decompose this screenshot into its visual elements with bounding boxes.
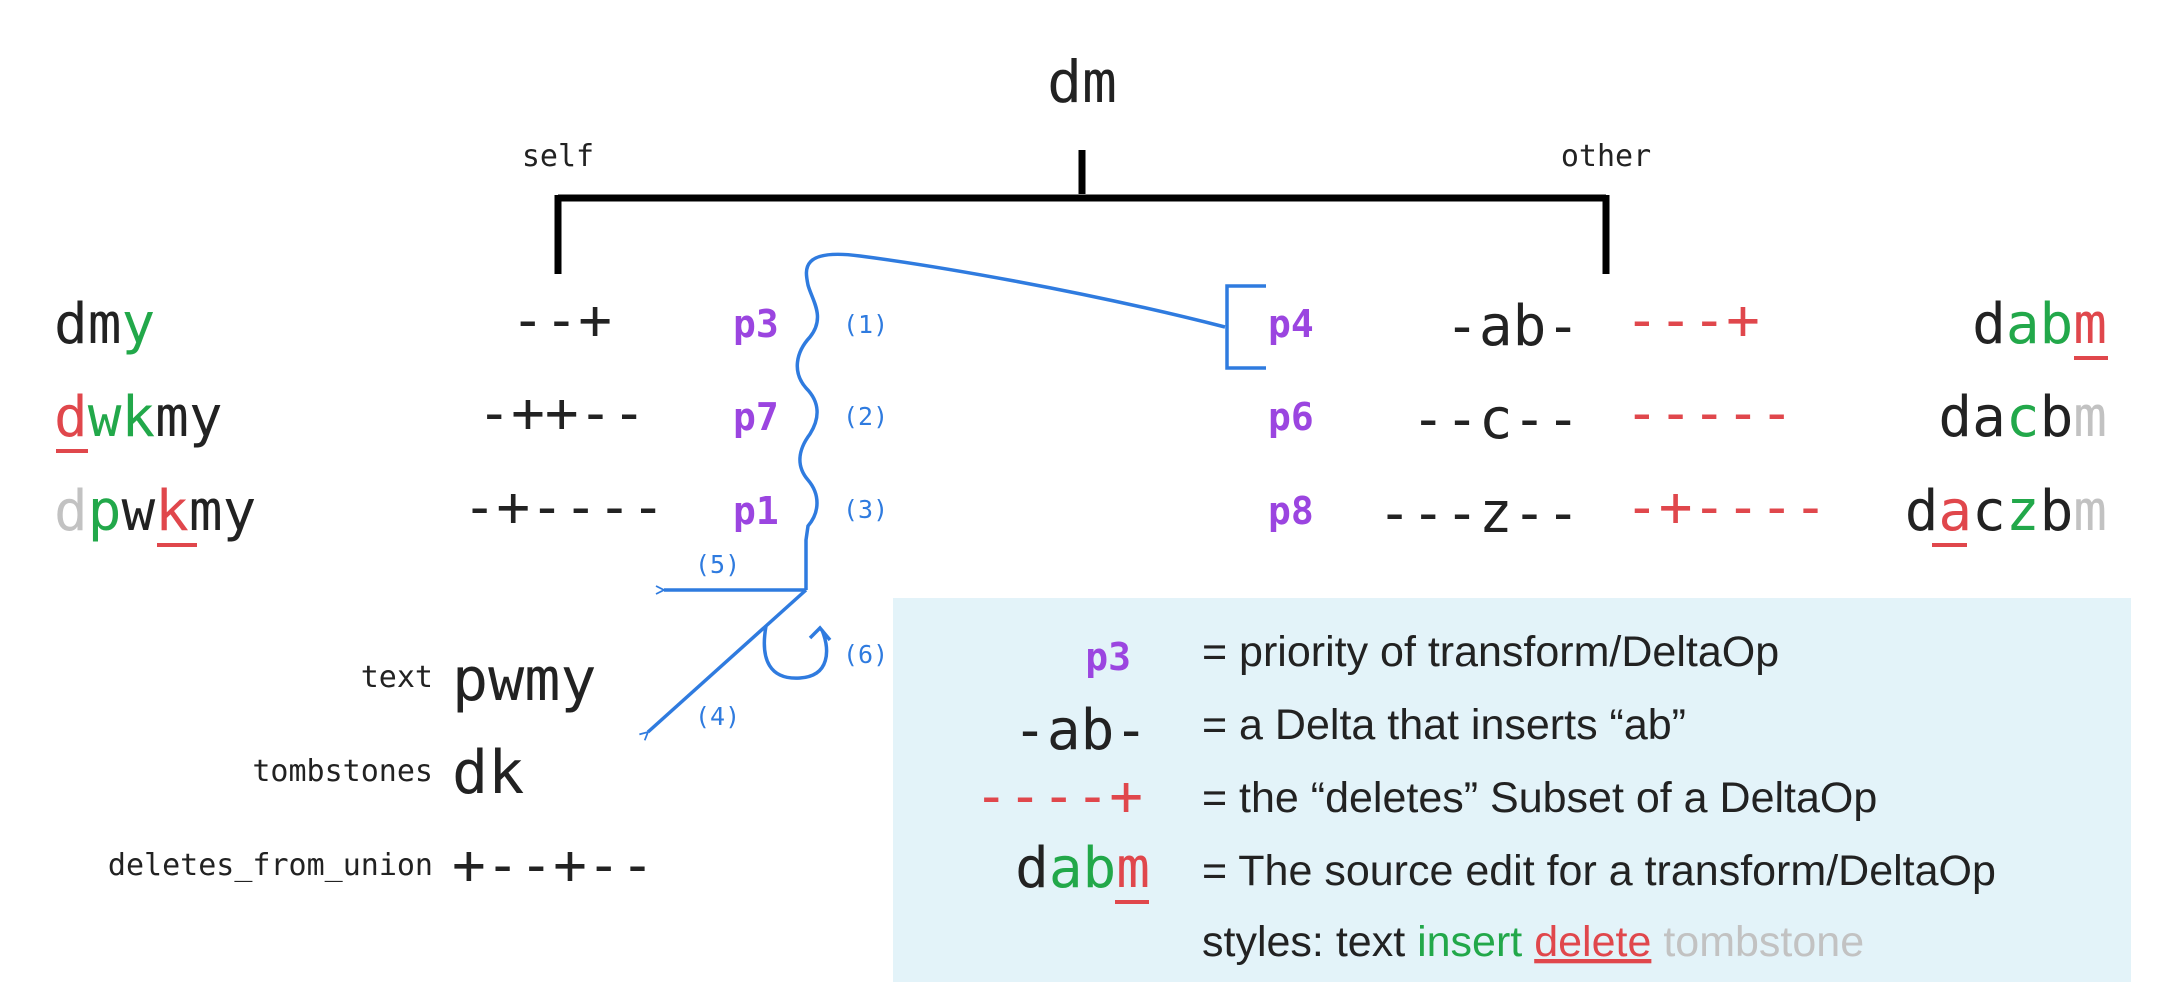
step-label-2: (2) (843, 402, 888, 431)
legend-styles-line: styles: text insert delete tombstone (1202, 918, 1864, 966)
other-delta-3: ---z-- (1378, 481, 1580, 546)
root-label: dm (1047, 48, 1117, 116)
other-edit-2: dacbm (1938, 385, 2107, 450)
branch-other-label: other (1561, 139, 1651, 174)
step-label-6: (6) (843, 640, 888, 669)
branch-self-label: self (522, 139, 594, 174)
other-edit-3: daczbm (1905, 479, 2107, 544)
result-tombstones-label: tombstones (252, 754, 433, 789)
self-delta-3: -+---- (463, 475, 665, 540)
other-priority-1: p4 (1268, 302, 1314, 346)
legend-deletes-example: ----+ (974, 764, 1143, 829)
other-deletes-2: ----- (1625, 381, 1794, 446)
step-4-arrow (648, 588, 808, 732)
self-edit-2: dwkmy (54, 385, 223, 450)
legend-delta-example: -ab- (1013, 698, 1148, 763)
transform-path (795, 252, 1226, 590)
other-delete-underlines (1932, 356, 2108, 547)
result-text-label: text (361, 660, 433, 695)
legend-priority-desc: = priority of transform/DeltaOp (1202, 628, 1779, 676)
self-priority-2: p7 (733, 395, 779, 439)
other-deletes-1: ---+ (1625, 288, 1760, 353)
result-deletes-value: +--+-- (452, 833, 654, 898)
self-delta-2: -++-- (477, 381, 646, 446)
step-label-1: (1) (843, 310, 888, 339)
step-6-loop (762, 625, 832, 680)
other-deletes-3: -+---- (1625, 475, 1827, 540)
result-text-value: pwmy (452, 645, 597, 715)
tree-bracket (554, 150, 1610, 274)
other-priority-3: p8 (1268, 489, 1314, 533)
other-delta-2: --c-- (1411, 387, 1580, 452)
result-deletes-label: deletes_from_union (108, 848, 433, 883)
self-delete-underlines (56, 449, 197, 547)
legend-box (893, 598, 2131, 982)
self-edit-3: dpwkmy (54, 479, 256, 544)
self-edit-1: dmy (54, 292, 155, 357)
legend-deletes-desc: = the “deletes” Subset of a DeltaOp (1202, 774, 1877, 822)
other-edit-1: dabm (1972, 292, 2107, 357)
p4-bracket (1225, 284, 1266, 370)
step-label-4: (4) (695, 702, 740, 731)
legend-priority-example: p3 (1085, 635, 1131, 679)
self-priority-3: p1 (733, 489, 779, 533)
step-label-5: (5) (695, 550, 740, 579)
legend-edit-example: dabm (1015, 836, 1150, 901)
result-tombstones-value: dk (452, 738, 524, 808)
step-label-3: (3) (843, 495, 888, 524)
legend-delta-desc: = a Delta that inserts “ab” (1202, 701, 1686, 749)
self-delta-1: --+ (511, 288, 612, 353)
legend-edit-desc: = The source edit for a transform/DeltaO… (1202, 847, 1996, 895)
self-priority-1: p3 (733, 302, 779, 346)
other-delta-1: -ab- (1445, 294, 1580, 359)
other-priority-2: p6 (1268, 395, 1314, 439)
